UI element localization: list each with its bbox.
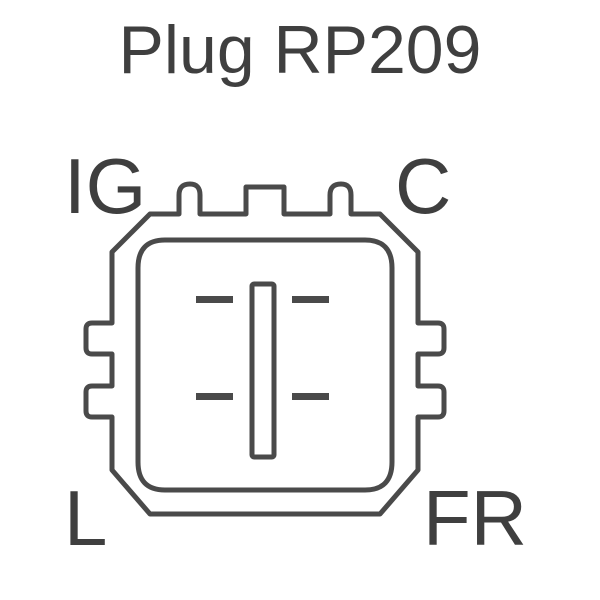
plug-title: Plug RP209 bbox=[118, 12, 482, 88]
terminal-fr bbox=[292, 393, 329, 400]
pin-label-c: C bbox=[395, 142, 452, 230]
pin-label-fr: FR bbox=[423, 474, 527, 562]
terminal-c bbox=[292, 296, 329, 303]
terminal-l bbox=[196, 393, 233, 400]
pin-label-ig: IG bbox=[64, 142, 147, 230]
connector-inner-cavity bbox=[135, 237, 395, 493]
terminal-ig bbox=[196, 296, 233, 303]
connector-outer-housing bbox=[83, 181, 447, 517]
pin-label-l: L bbox=[64, 474, 108, 562]
center-key-bar bbox=[249, 281, 277, 460]
